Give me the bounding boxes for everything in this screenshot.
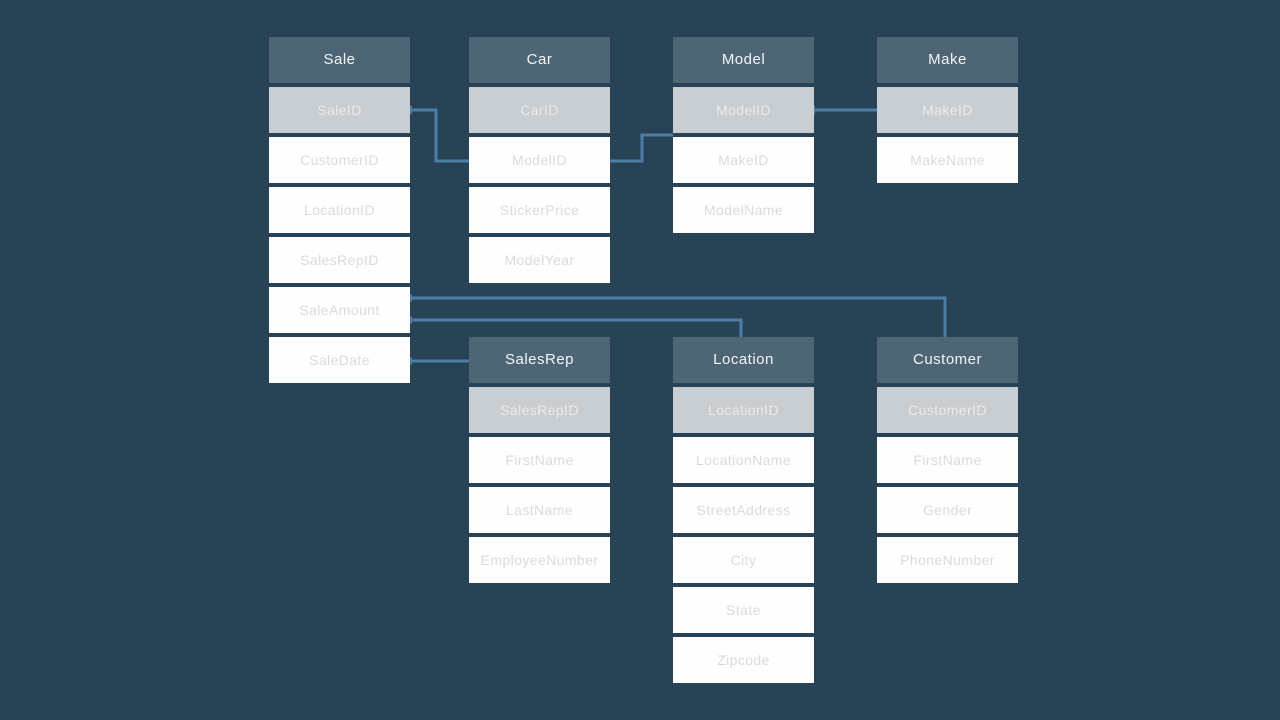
table-title: SalesRep xyxy=(469,337,610,383)
table-row: LastName xyxy=(469,487,610,533)
table-row: EmployeeNumber xyxy=(469,537,610,583)
table-row: PhoneNumber xyxy=(877,537,1018,583)
table-title: Sale xyxy=(269,37,410,83)
table-row: ModelID xyxy=(469,137,610,183)
table-row: City xyxy=(673,537,814,583)
table-title: Car xyxy=(469,37,610,83)
table-make[interactable]: Make MakeID MakeName xyxy=(877,37,1018,183)
table-model[interactable]: Model ModelID MakeID ModelName xyxy=(673,37,814,233)
table-salesrep[interactable]: SalesRep SalesRepID FirstName LastName E… xyxy=(469,337,610,583)
primary-key-row: SaleID xyxy=(269,87,410,133)
primary-key-row: LocationID xyxy=(673,387,814,433)
connector-sale-car xyxy=(410,108,469,163)
primary-key-row: CustomerID xyxy=(877,387,1018,433)
table-row: ModelYear xyxy=(469,237,610,283)
primary-key-row: ModelID xyxy=(673,87,814,133)
table-row: LocationName xyxy=(673,437,814,483)
table-row: MakeName xyxy=(877,137,1018,183)
connector-sale-location xyxy=(410,318,743,345)
table-row: Zipcode xyxy=(673,637,814,683)
table-row: CustomerID xyxy=(269,137,410,183)
table-row: SalesRepID xyxy=(269,237,410,283)
primary-key-row: MakeID xyxy=(877,87,1018,133)
table-row: State xyxy=(673,587,814,633)
table-sale[interactable]: Sale SaleID CustomerID LocationID SalesR… xyxy=(269,37,410,383)
table-title: Location xyxy=(673,337,814,383)
table-row: MakeID xyxy=(673,137,814,183)
table-row: FirstName xyxy=(469,437,610,483)
connector-sale-customer xyxy=(410,296,947,345)
table-row: StreetAddress xyxy=(673,487,814,533)
table-row: SaleAmount xyxy=(269,287,410,333)
table-row: Gender xyxy=(877,487,1018,533)
table-row: ModelName xyxy=(673,187,814,233)
table-row: SaleDate xyxy=(269,337,410,383)
primary-key-row: SalesRepID xyxy=(469,387,610,433)
table-row: StickerPrice xyxy=(469,187,610,233)
table-customer[interactable]: Customer CustomerID FirstName Gender Pho… xyxy=(877,337,1018,583)
table-title: Customer xyxy=(877,337,1018,383)
table-location[interactable]: Location LocationID LocationName StreetA… xyxy=(673,337,814,683)
connector-car-model xyxy=(610,133,673,163)
table-row: LocationID xyxy=(269,187,410,233)
table-car[interactable]: Car CarID ModelID StickerPrice ModelYear xyxy=(469,37,610,283)
table-title: Model xyxy=(673,37,814,83)
table-title: Make xyxy=(877,37,1018,83)
primary-key-row: CarID xyxy=(469,87,610,133)
table-row: FirstName xyxy=(877,437,1018,483)
